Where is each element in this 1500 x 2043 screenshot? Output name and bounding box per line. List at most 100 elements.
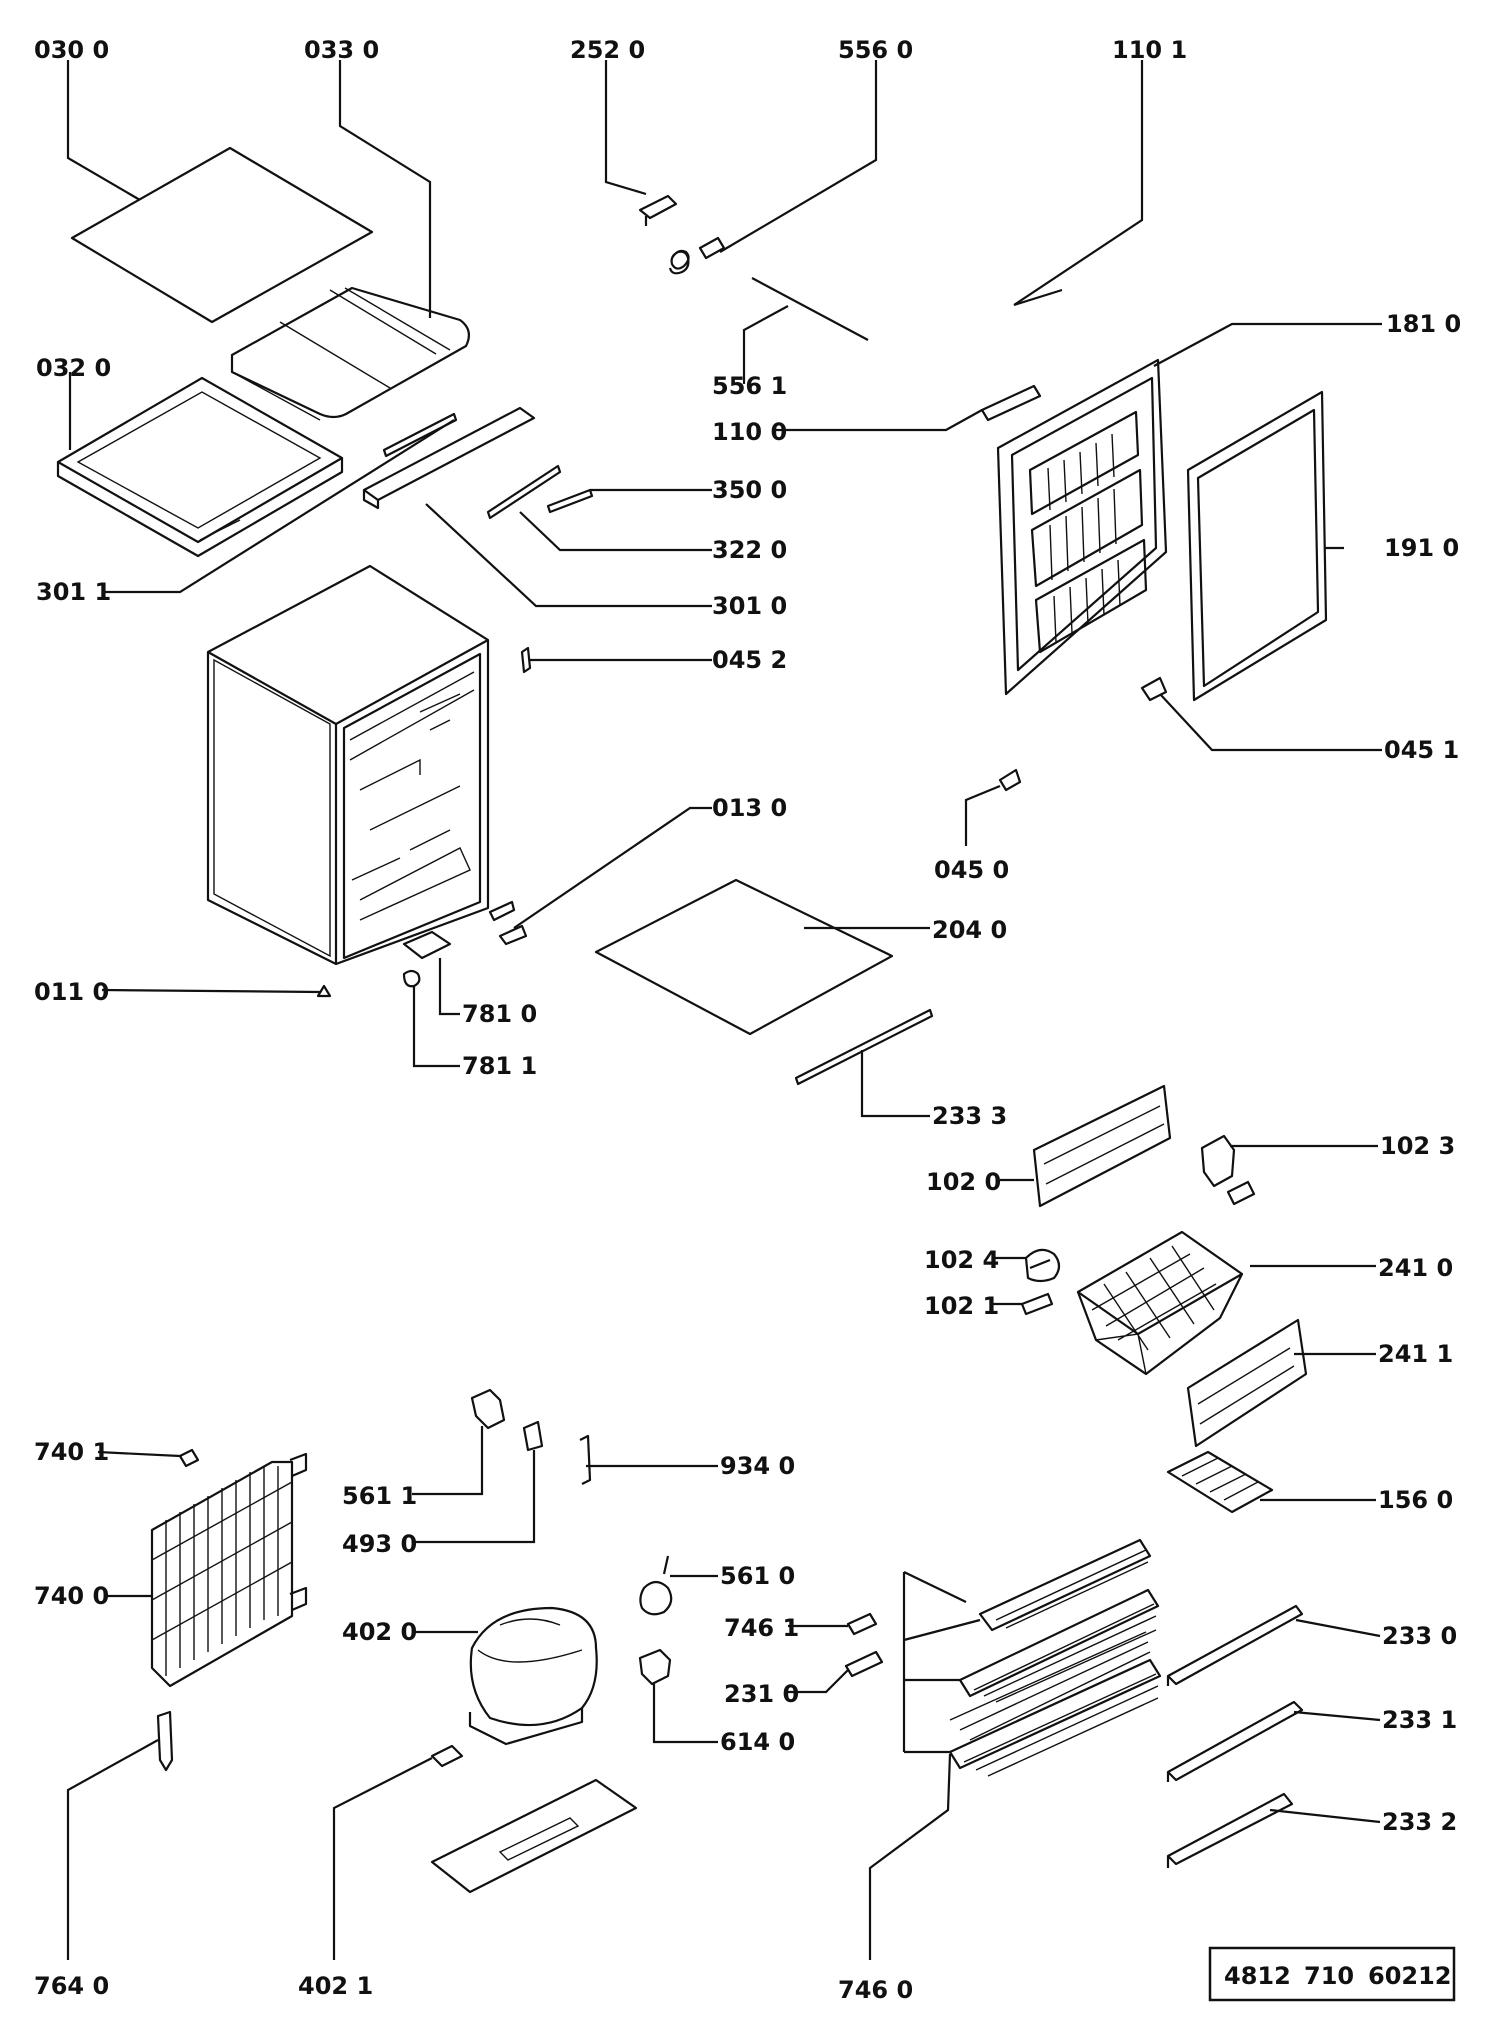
label-102-1: 102 1 [924, 1292, 999, 1320]
part-strip-233-3 [794, 1008, 934, 1086]
label-110-0: 110 0 [712, 418, 787, 446]
part-screw-045-2 [520, 646, 532, 674]
part-clip-252 [638, 194, 678, 226]
part-rod-556 [751, 277, 869, 341]
label-781-1: 781 1 [462, 1052, 537, 1080]
part-cabinet [206, 564, 490, 966]
label-350-0: 350 0 [712, 476, 787, 504]
label-493-0: 493 0 [342, 1530, 417, 1558]
label-110-1: 110 1 [1112, 36, 1187, 64]
leader-lines [66, 60, 1382, 1960]
part-rod-350 [546, 488, 594, 514]
part-hinge-045-0 [998, 768, 1022, 792]
part-bracket-402-1 [430, 1744, 464, 1768]
part-plug-493 [522, 1420, 544, 1452]
part-flap [1032, 1084, 1172, 1208]
part-pins-013 [488, 900, 528, 946]
part-rod-322 [486, 464, 562, 520]
part-knob-102-4 [1024, 1248, 1061, 1283]
part-door [996, 358, 1168, 696]
label-233-1: 233 1 [1382, 1706, 1457, 1734]
part-inner-lid [230, 286, 471, 421]
label-102-4: 102 4 [924, 1246, 999, 1274]
part-base-plate [430, 1778, 638, 1894]
part-hinge-045-1 [1140, 676, 1168, 702]
reference-part-2: 710 [1304, 1962, 1354, 1990]
part-cap-781-1 [402, 969, 421, 988]
part-tray [56, 376, 344, 558]
part-wire-basket [1076, 1230, 1244, 1376]
part-thermostat-561 [639, 1555, 673, 1616]
label-746-0: 746 0 [838, 1976, 913, 2004]
part-ice-tray [1166, 1450, 1274, 1514]
part-drawings [56, 146, 1328, 1894]
part-rod-110 [1013, 288, 1063, 307]
part-foot-011 [316, 984, 332, 998]
reference-part-3: 60212 [1368, 1962, 1452, 1990]
part-condenser [150, 1452, 308, 1688]
reference-part-1: 4812 [1224, 1962, 1291, 1990]
label-556-1: 556 1 [712, 372, 787, 400]
part-bracket-781-0 [402, 930, 452, 960]
label-781-0: 781 0 [462, 1000, 537, 1028]
label-102-0: 102 0 [926, 1168, 1001, 1196]
label-561-1: 561 1 [342, 1482, 417, 1510]
label-402-1: 402 1 [298, 1972, 373, 2000]
part-plate-231 [844, 1650, 884, 1678]
label-233-3: 233 3 [932, 1102, 1007, 1130]
part-evaporator [902, 1538, 1162, 1777]
label-233-2: 233 2 [1382, 1808, 1457, 1836]
part-rail-233-2 [1166, 1792, 1294, 1868]
part-top-cover [70, 146, 374, 324]
label-301-1: 301 1 [36, 578, 111, 606]
part-spring [668, 236, 726, 275]
part-compressor [468, 1606, 598, 1746]
reference-number-box: 4812 710 60212 [1208, 1946, 1456, 2002]
label-204-0: 204 0 [932, 916, 1007, 944]
label-614-0: 614 0 [720, 1728, 795, 1756]
part-glass-shelf [594, 878, 894, 1036]
label-045-1: 045 1 [1384, 736, 1459, 764]
label-231-0: 231 0 [724, 1680, 799, 1708]
label-033-0: 033 0 [304, 36, 379, 64]
part-basket-front [1186, 1318, 1308, 1448]
label-746-1: 746 1 [724, 1614, 799, 1642]
label-013-0: 013 0 [712, 794, 787, 822]
label-934-0: 934 0 [720, 1452, 795, 1480]
label-241-0: 241 0 [1378, 1254, 1453, 1282]
part-rail-301-1 [382, 412, 458, 458]
label-156-0: 156 0 [1378, 1486, 1453, 1514]
label-181-0: 181 0 [1386, 310, 1461, 338]
part-clamp-740-1 [178, 1448, 200, 1468]
part-connector-934 [579, 1434, 592, 1485]
label-045-2: 045 2 [712, 646, 787, 674]
label-556-0: 556 0 [838, 36, 913, 64]
part-pin-102-1 [1020, 1292, 1054, 1316]
label-032-0: 032 0 [36, 354, 111, 382]
label-402-0: 402 0 [342, 1618, 417, 1646]
label-233-0: 233 0 [1382, 1622, 1457, 1650]
label-045-0: 045 0 [934, 856, 1009, 884]
label-191-0: 191 0 [1384, 534, 1459, 562]
callout-labels: 030 0 033 0 252 0 556 0 110 1 032 0 181 … [34, 36, 1461, 2004]
part-rail-233-0 [1166, 1604, 1304, 1686]
label-011-0: 011 0 [34, 978, 109, 1006]
label-764-0: 764 0 [34, 1972, 109, 2000]
part-plate-746-1 [846, 1612, 878, 1636]
label-252-0: 252 0 [570, 36, 645, 64]
part-door-gasket [1186, 390, 1328, 702]
part-hinge-102-3 [1200, 1134, 1256, 1206]
label-561-0: 561 0 [720, 1562, 795, 1590]
label-241-1: 241 1 [1378, 1340, 1453, 1368]
label-322-0: 322 0 [712, 536, 787, 564]
label-030-0: 030 0 [34, 36, 109, 64]
part-filter-764 [156, 1710, 174, 1772]
label-301-0: 301 0 [712, 592, 787, 620]
part-rail-233-1 [1166, 1700, 1304, 1782]
part-sensor-614 [638, 1648, 672, 1686]
label-740-1: 740 1 [34, 1438, 109, 1466]
label-740-0: 740 0 [34, 1582, 109, 1610]
part-relay-561-1 [470, 1388, 506, 1430]
part-handle-110 [980, 384, 1042, 422]
